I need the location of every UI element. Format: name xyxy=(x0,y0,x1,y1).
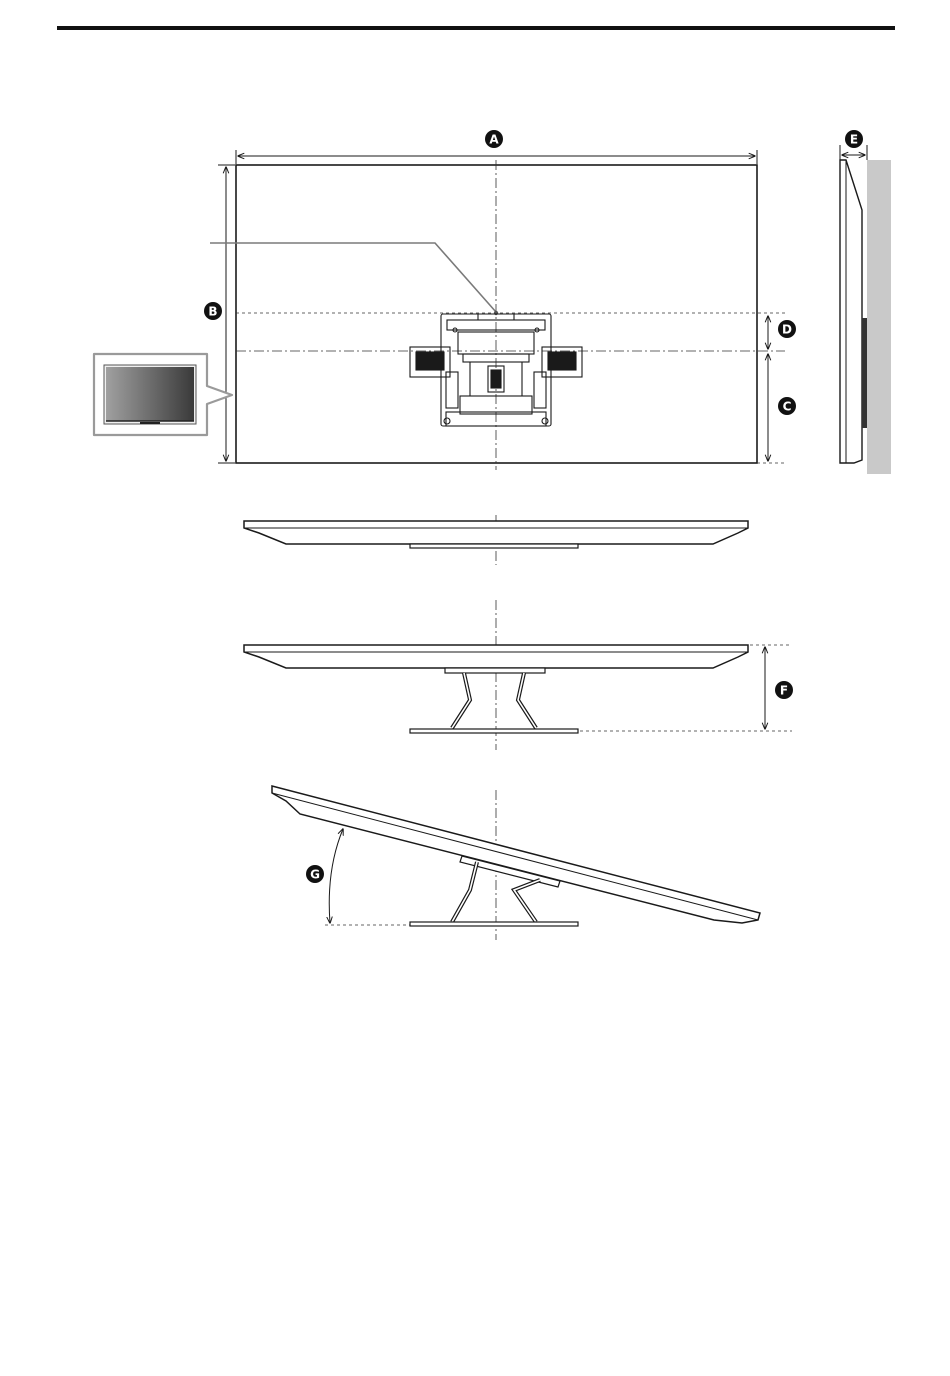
side-view xyxy=(840,145,891,474)
label-b-text: B xyxy=(208,305,217,319)
thumbnail-screen xyxy=(106,367,194,421)
dimension-a xyxy=(236,150,757,164)
tv-thumbnail-callout xyxy=(94,354,232,435)
label-c-text: C xyxy=(783,400,792,414)
label-a: A xyxy=(485,130,503,148)
stand-view xyxy=(244,600,792,750)
label-a-text: A xyxy=(489,133,499,147)
tv-side-profile xyxy=(840,160,862,463)
angle-g xyxy=(329,829,343,923)
tilt-view xyxy=(272,786,760,940)
header-rule xyxy=(57,26,895,30)
mount-point-leader xyxy=(210,243,496,312)
label-d-text: D xyxy=(782,323,792,337)
tv-stand-profile xyxy=(244,645,748,668)
label-e: E xyxy=(845,130,863,148)
tv-tilted-profile xyxy=(272,786,760,923)
wall xyxy=(867,160,891,474)
label-c: C xyxy=(778,397,796,415)
label-d: D xyxy=(778,320,796,338)
label-g-text: G xyxy=(310,868,320,882)
tv-top-profile xyxy=(244,521,748,544)
label-f-text: F xyxy=(780,684,788,698)
top-view xyxy=(244,515,748,565)
label-f: F xyxy=(775,681,793,699)
label-g: G xyxy=(306,865,324,883)
label-e-text: E xyxy=(850,133,858,147)
label-b: B xyxy=(204,302,222,320)
front-view xyxy=(94,150,785,470)
